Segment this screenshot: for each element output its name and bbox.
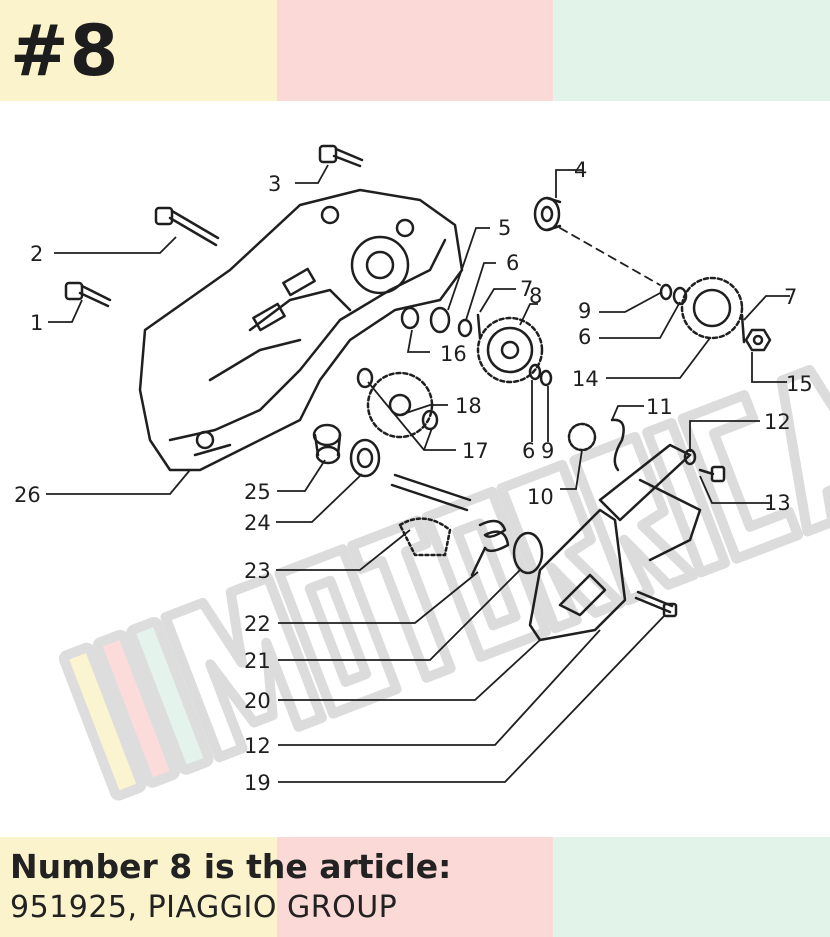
crankcase-cover <box>138 188 464 472</box>
callout-23: 23 <box>244 559 271 583</box>
band-pink <box>277 0 553 101</box>
kick-lever <box>598 443 702 562</box>
callout-17: 17 <box>462 439 489 463</box>
band-yellow-bottom <box>0 837 277 937</box>
bolt-13 <box>698 465 726 483</box>
callout-16: 16 <box>440 342 467 366</box>
callout-7a: 7 <box>520 277 533 301</box>
gear-10 <box>567 422 597 452</box>
callout-21: 21 <box>244 649 271 673</box>
callout-1: 1 <box>30 311 43 335</box>
callout-10: 10 <box>527 485 554 509</box>
callout-20: 20 <box>244 689 271 713</box>
band-yellow <box>0 0 277 101</box>
bushing-25 <box>312 423 342 465</box>
nut-15 <box>744 328 772 352</box>
callout-6b: 6 <box>578 325 591 349</box>
callout-22: 22 <box>244 612 271 636</box>
spring-22 <box>470 519 510 577</box>
parts-drawing <box>64 144 772 642</box>
callout-4: 4 <box>574 158 587 182</box>
callout-3: 3 <box>268 172 281 196</box>
bolt-1 <box>64 281 112 308</box>
kickstart-shaft <box>390 473 472 557</box>
callout-8: 8 <box>529 284 542 308</box>
callout-5: 5 <box>498 216 511 240</box>
watermark-logo <box>58 364 830 801</box>
callout-6c: 6 <box>522 439 535 463</box>
callout-15: 15 <box>786 372 813 396</box>
bottom-color-band <box>0 837 830 937</box>
caption-article: 951925, PIAGGIO GROUP <box>10 890 398 925</box>
gear-8 <box>476 316 544 384</box>
article-caption: Number 8 is the article: 951925, PIAGGIO… <box>10 846 451 928</box>
leader-lines <box>46 164 790 783</box>
callout-11: 11 <box>646 395 673 419</box>
callout-14: 14 <box>572 367 599 391</box>
caption-title: Number 8 is the article: <box>10 847 452 886</box>
gear-14 <box>680 276 744 340</box>
outer-cover-20 <box>528 508 627 642</box>
callout-12b: 12 <box>244 734 271 758</box>
exploded-parts-diagram: 1 2 3 4 5 6 7 8 9 6 7 16 14 15 18 17 6 9… <box>14 144 830 801</box>
bearing-4 <box>533 196 562 232</box>
top-color-band <box>0 0 830 101</box>
bolt-19 <box>634 590 678 618</box>
callout-19: 19 <box>244 771 271 795</box>
callout-6a: 6 <box>506 251 519 275</box>
callout-2: 2 <box>30 242 43 266</box>
callout-18: 18 <box>455 394 482 418</box>
callout-25: 25 <box>244 480 271 504</box>
bolt-3 <box>318 144 364 168</box>
callout-9b: 9 <box>541 439 554 463</box>
clip-11 <box>610 418 625 472</box>
callout-26: 26 <box>14 483 41 507</box>
callout-24: 24 <box>244 511 271 535</box>
band-mint-bottom <box>553 837 830 937</box>
band-mint <box>553 0 830 101</box>
callout-13: 13 <box>764 491 791 515</box>
bolt-2 <box>154 206 220 247</box>
callout-9a: 9 <box>578 299 591 323</box>
callout-numbers: 1 2 3 4 5 6 7 8 9 6 7 16 14 15 18 17 6 9… <box>14 158 813 795</box>
band-pink-bottom <box>277 837 553 937</box>
item-number-badge: #8 <box>10 10 120 92</box>
callout-12a: 12 <box>764 410 791 434</box>
gear-18 <box>366 371 434 439</box>
callout-7b: 7 <box>784 285 797 309</box>
